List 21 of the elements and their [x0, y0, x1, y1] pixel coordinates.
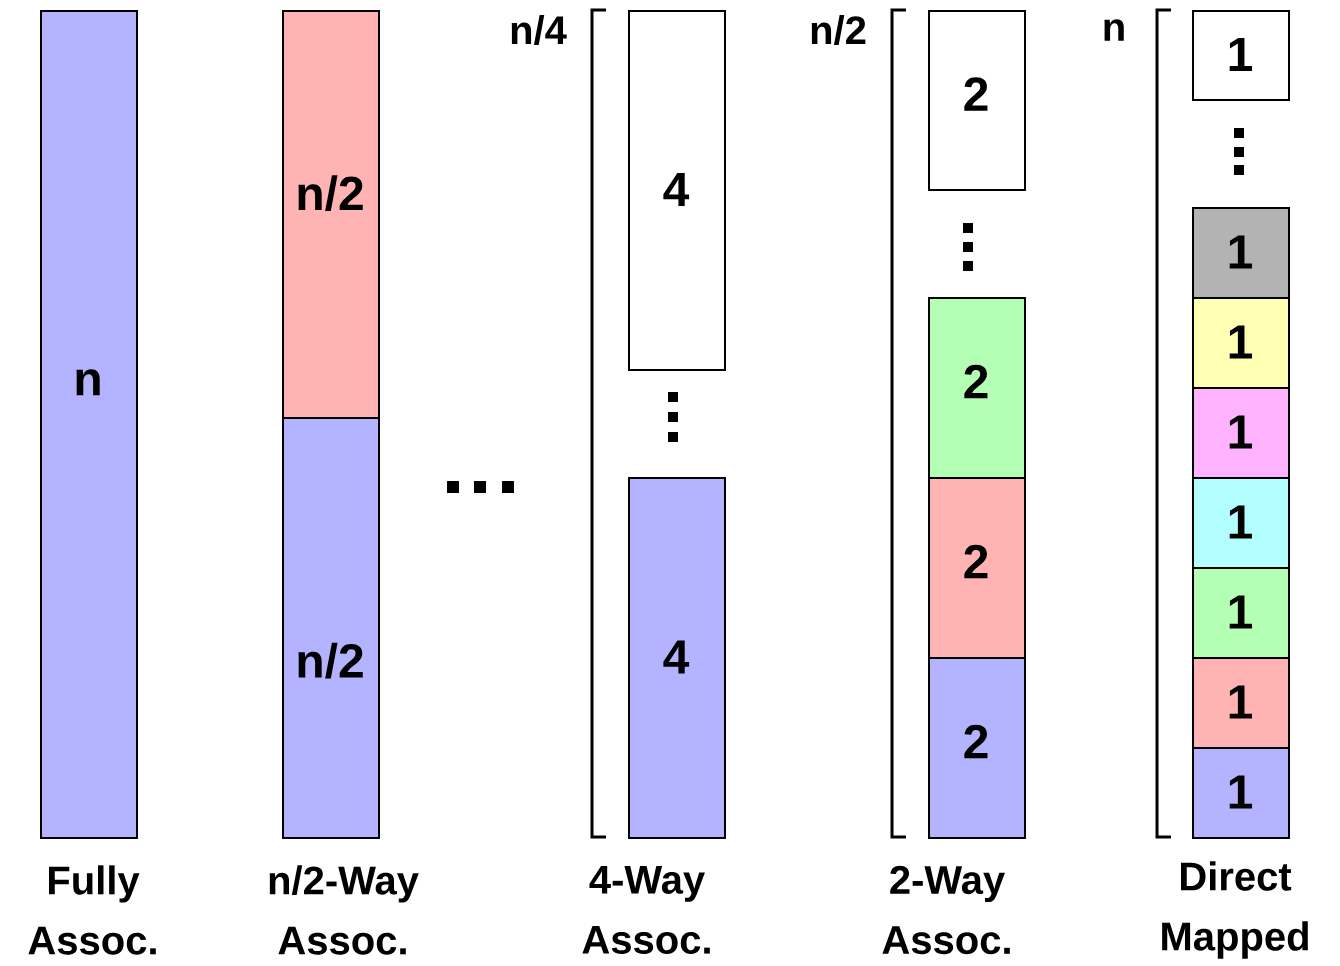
- cache-block: 2: [928, 297, 1026, 479]
- cache-block: 1: [1192, 10, 1290, 101]
- column-label: Direct Mapped: [1162, 861, 1308, 959]
- cache-block: 1: [1192, 747, 1290, 839]
- cache-block: n: [40, 10, 138, 839]
- cache-block: 1: [1192, 207, 1290, 299]
- count-label: n/4: [511, 15, 567, 45]
- cache-block: 1: [1192, 657, 1290, 749]
- cache-block: 1: [1192, 567, 1290, 659]
- cache-block: n/2: [282, 10, 380, 419]
- count-label: n/2: [811, 15, 866, 45]
- cache-block: 1: [1192, 297, 1290, 389]
- count-label: n: [1104, 19, 1124, 41]
- cache-block: 1: [1192, 477, 1290, 569]
- cache-block: n/2: [282, 417, 380, 839]
- cache-block: 1: [1192, 387, 1290, 479]
- cache-block: 4: [628, 477, 726, 839]
- cache-block: 4: [628, 10, 726, 371]
- cache-block: 2: [928, 10, 1026, 191]
- cache-block: 2: [928, 477, 1026, 659]
- cache-block: 2: [928, 657, 1026, 839]
